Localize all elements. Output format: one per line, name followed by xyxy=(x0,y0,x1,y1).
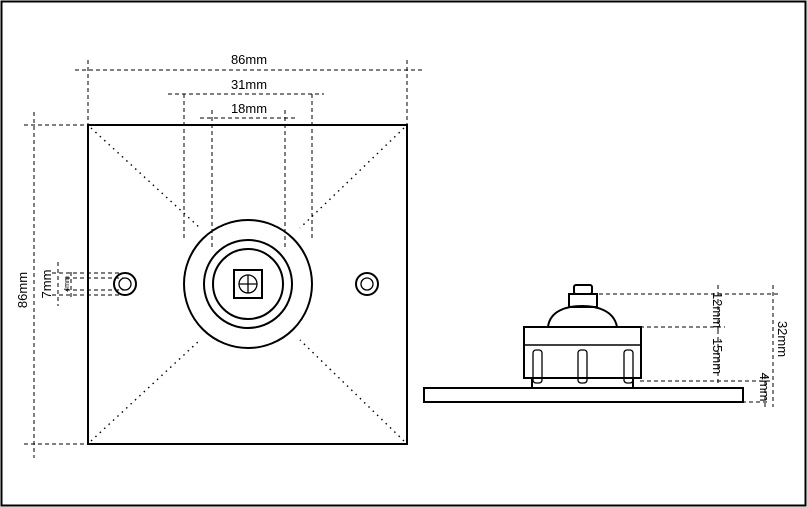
dim-ring-outer-label: 31mm xyxy=(231,77,267,92)
diagonal-top-left xyxy=(90,127,201,229)
button-inner-ring xyxy=(212,248,284,320)
dim-height-label: 86mm xyxy=(15,272,30,308)
front-view: 86mm 31mm 18mm 86mm 7mm 4mm xyxy=(15,52,425,458)
diagonal-bottom-left xyxy=(90,339,201,442)
housing-foot xyxy=(531,377,634,389)
right-mount-hole-inner xyxy=(360,277,374,291)
button-outer-ring xyxy=(183,219,313,349)
diagonal-bottom-right xyxy=(299,339,405,442)
dim-side-knob-label: 12mm xyxy=(710,292,725,328)
dim-ring-inner-label: 18mm xyxy=(231,101,267,116)
dim-side-plate-label: 4mm xyxy=(757,373,772,402)
button-middle-ring xyxy=(203,239,293,329)
dim-hole-label: 7mm xyxy=(39,270,54,299)
screw-square xyxy=(233,269,263,299)
housing-rib-left xyxy=(532,349,543,384)
dim-width-label: 86mm xyxy=(231,52,267,67)
left-mount-hole-inner xyxy=(118,277,132,291)
dim-side-cap-label: 15mm xyxy=(710,338,725,374)
left-mount-hole-outer xyxy=(113,272,137,296)
side-view: 12mm 15mm 32mm 4mm xyxy=(423,284,790,407)
dim-side-total-label: 32mm xyxy=(775,321,790,357)
dim-hole-small-label: 4mm xyxy=(64,276,71,292)
housing-rib-right xyxy=(623,349,634,384)
side-base-plate xyxy=(423,387,744,403)
right-mount-hole-outer xyxy=(355,272,379,296)
side-dome xyxy=(547,304,618,328)
front-plate-outline xyxy=(87,124,408,445)
side-knob-cap xyxy=(573,284,593,295)
housing-rib-center xyxy=(577,349,588,384)
diagonal-top-right xyxy=(299,127,405,229)
